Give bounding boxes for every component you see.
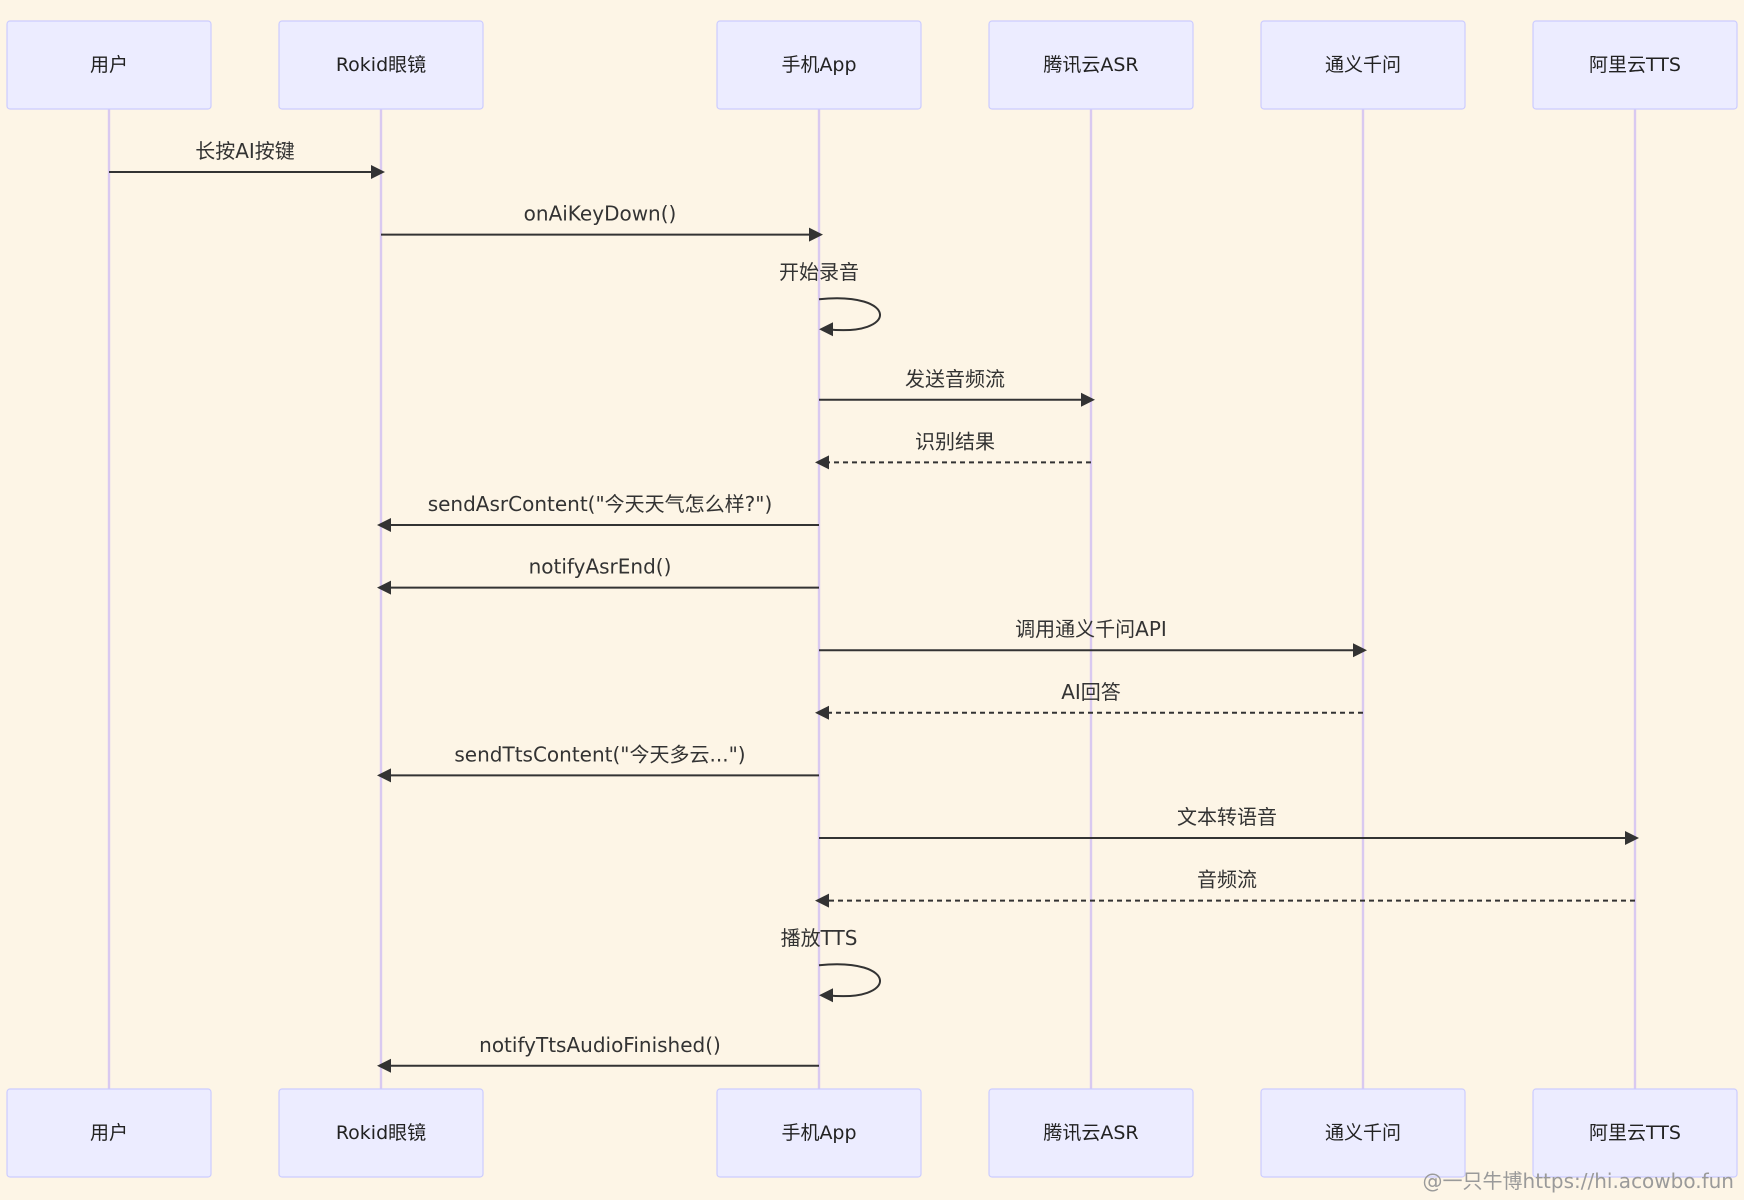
participant-label: 通义千问 <box>1325 54 1401 76</box>
participant-label: 通义千问 <box>1325 1122 1401 1144</box>
message-8: 调用通义千问API <box>819 617 1367 658</box>
message-label: sendTtsContent("今天多云...") <box>454 742 745 766</box>
participant-label: 腾讯云ASR <box>1043 1122 1138 1144</box>
message-13: 播放TTS <box>781 926 881 1003</box>
arrow-head <box>1353 643 1367 658</box>
arrow-head <box>377 1058 391 1073</box>
participant-user-top: 用户 <box>6 20 212 110</box>
participant-phone-top: 手机App <box>716 20 922 110</box>
message-arrow <box>818 297 881 332</box>
participant-label: 用户 <box>90 1122 128 1144</box>
participant-box <box>1260 20 1466 110</box>
participant-tts-bottom: 阿里云TTS <box>1532 1088 1738 1178</box>
participant-asr-bottom: 腾讯云ASR <box>988 1088 1194 1178</box>
message-1: 长按AI按键 <box>109 139 385 179</box>
participant-label: 腾讯云ASR <box>1043 54 1138 76</box>
message-label: AI回答 <box>1061 680 1121 704</box>
message-12: 音频流 <box>815 868 1635 908</box>
participant-qwen-top: 通义千问 <box>1260 20 1466 110</box>
message-label: notifyTtsAudioFinished() <box>479 1033 721 1057</box>
message-label: 开始录音 <box>779 260 859 284</box>
participant-box <box>278 1088 484 1178</box>
participant-box <box>6 20 212 110</box>
participant-label: 用户 <box>90 54 128 76</box>
participant-box <box>988 1088 1194 1178</box>
participant-label: Rokid眼镜 <box>336 54 426 76</box>
message-arrow <box>818 963 881 998</box>
participant-label: 手机App <box>781 54 856 76</box>
participant-user-bottom: 用户 <box>6 1088 212 1178</box>
participants-top: 用户 Rokid眼镜 手机App 腾讯云ASR 通义千问 阿里云TTS <box>6 20 1738 110</box>
arrow-head <box>1625 831 1639 845</box>
participant-box <box>1532 20 1738 110</box>
arrow-head <box>815 455 829 470</box>
message-4: 发送音频流 <box>819 367 1095 407</box>
arrow-head <box>815 893 829 908</box>
participant-asr-top: 腾讯云ASR <box>988 20 1194 110</box>
participant-qwen-bottom: 通义千问 <box>1260 1088 1466 1178</box>
message-7: notifyAsrEnd() <box>377 555 819 595</box>
participant-glasses-bottom: Rokid眼镜 <box>278 1088 484 1178</box>
message-label: sendAsrContent("今天天气怎么样?") <box>428 492 773 516</box>
participant-box <box>1260 1088 1466 1178</box>
message-6: sendAsrContent("今天天气怎么样?") <box>377 492 819 532</box>
message-3: 开始录音 <box>779 260 881 337</box>
participant-label: Rokid眼镜 <box>336 1122 426 1144</box>
arrow-head <box>377 518 391 532</box>
message-label: 文本转语音 <box>1177 805 1277 829</box>
message-11: 文本转语音 <box>819 805 1639 845</box>
message-9: AI回答 <box>815 680 1363 720</box>
participant-box <box>6 1088 212 1178</box>
message-label: 识别结果 <box>915 429 995 453</box>
arrow-head <box>1081 392 1095 407</box>
arrow-head <box>371 165 385 179</box>
arrow-head <box>377 580 391 595</box>
participant-box <box>988 20 1194 110</box>
arrow-head <box>815 705 829 720</box>
participants-bottom: 用户 Rokid眼镜 手机App 腾讯云ASR 通义千问 阿里云TTS <box>6 1088 1738 1178</box>
message-label: 发送音频流 <box>905 367 1005 391</box>
message-label: notifyAsrEnd() <box>529 555 672 579</box>
participant-label: 阿里云TTS <box>1589 1122 1681 1144</box>
message-label: 调用通义千问API <box>1015 617 1167 641</box>
message-2: onAiKeyDown() <box>381 202 823 242</box>
participant-label: 阿里云TTS <box>1589 54 1681 76</box>
message-label: 音频流 <box>1197 868 1257 892</box>
arrow-head <box>809 227 823 242</box>
watermark-text: @一只牛博https://hi.acowbo.fun <box>1422 1169 1734 1193</box>
lifelines <box>107 109 1637 1089</box>
message-label: onAiKeyDown() <box>524 202 677 226</box>
message-14: notifyTtsAudioFinished() <box>377 1033 819 1073</box>
participant-box <box>1532 1088 1738 1178</box>
participant-glasses-top: Rokid眼镜 <box>278 20 484 110</box>
participant-box <box>716 1088 922 1178</box>
message-label: 播放TTS <box>781 926 858 950</box>
participant-phone-bottom: 手机App <box>716 1088 922 1178</box>
message-label: 长按AI按键 <box>195 139 295 163</box>
participant-box <box>716 20 922 110</box>
message-5: 识别结果 <box>815 429 1091 470</box>
message-10: sendTtsContent("今天多云...") <box>377 742 819 783</box>
arrow-head <box>819 322 833 337</box>
participant-box <box>278 20 484 110</box>
arrow-head <box>819 988 833 1003</box>
participant-label: 手机App <box>781 1122 856 1144</box>
participant-tts-top: 阿里云TTS <box>1532 20 1738 110</box>
arrow-head <box>377 768 391 783</box>
